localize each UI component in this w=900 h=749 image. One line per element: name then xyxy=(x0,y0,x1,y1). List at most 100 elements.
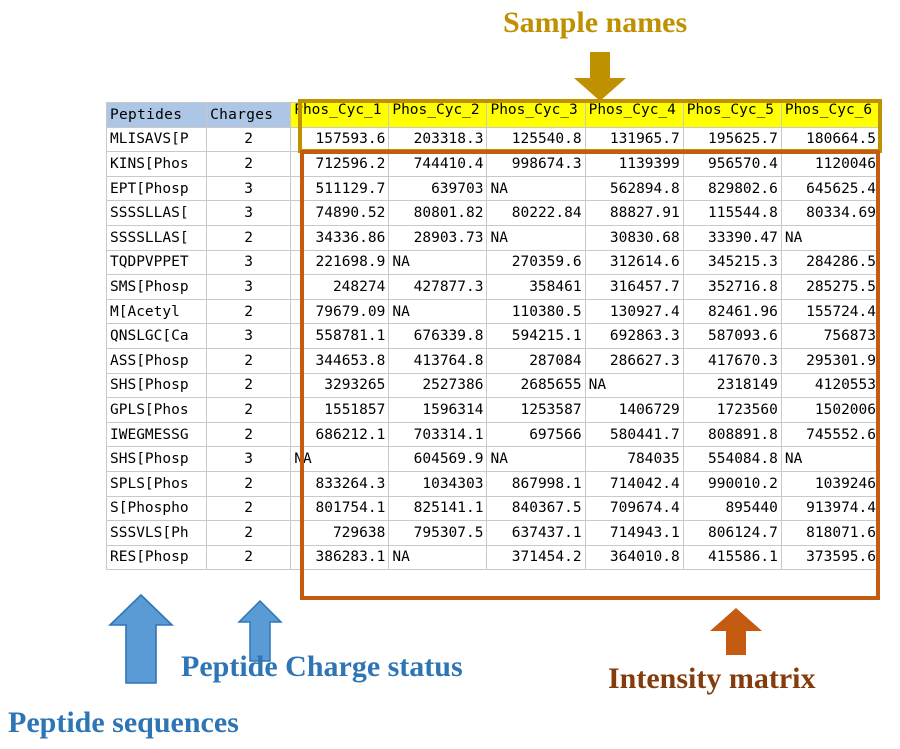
cell-intensity-sample-1[interactable]: 686212.1 xyxy=(290,421,390,448)
cell-intensity-sample-4[interactable]: 316457.7 xyxy=(584,274,684,300)
cell-intensity-sample-2[interactable]: 676339.8 xyxy=(388,323,488,349)
cell-intensity-sample-1[interactable]: 833264.3 xyxy=(290,470,390,497)
cell-intensity-sample-6[interactable]: 1502006 xyxy=(780,397,881,423)
cell-intensity-sample-2[interactable]: 427877.3 xyxy=(388,274,488,300)
cell-peptide[interactable]: EPT[Phosp xyxy=(105,175,208,202)
cell-intensity-sample-2[interactable]: 639703 xyxy=(388,175,488,202)
cell-charge[interactable]: 2 xyxy=(206,520,292,546)
cell-intensity-sample-5[interactable]: 554084.8 xyxy=(682,446,782,472)
cell-intensity-sample-5[interactable]: 2318149 xyxy=(682,372,782,399)
cell-intensity-sample-3[interactable]: NA xyxy=(486,224,586,251)
cell-peptide[interactable]: ASS[Phosp xyxy=(105,347,208,374)
cell-intensity-sample-3[interactable]: 840367.5 xyxy=(486,495,586,522)
cell-intensity-sample-3[interactable]: 867998.1 xyxy=(486,470,586,497)
cell-peptide[interactable]: MLISAVS[P xyxy=(105,126,208,153)
cell-intensity-sample-2[interactable]: NA xyxy=(388,544,488,571)
cell-intensity-sample-5[interactable]: 808891.8 xyxy=(682,421,782,448)
cell-intensity-sample-5[interactable]: 1723560 xyxy=(682,397,782,423)
cell-intensity-sample-1[interactable]: 79679.09 xyxy=(290,298,390,325)
cell-peptide[interactable]: SHS[Phosp xyxy=(105,446,208,472)
cell-peptide[interactable]: SMS[Phosp xyxy=(105,274,208,300)
column-header-sample-2[interactable]: Phos_Cyc_2 xyxy=(388,102,488,128)
cell-intensity-sample-1[interactable]: 344653.8 xyxy=(290,347,390,374)
cell-intensity-sample-2[interactable]: NA xyxy=(388,249,488,276)
cell-intensity-sample-2[interactable]: 413764.8 xyxy=(388,347,488,374)
cell-intensity-sample-5[interactable]: 352716.8 xyxy=(682,274,782,300)
cell-intensity-sample-3[interactable]: 125540.8 xyxy=(486,126,586,153)
cell-intensity-sample-6[interactable]: 818071.6 xyxy=(780,520,881,546)
column-header-sample-5[interactable]: Phos_Cyc_5 xyxy=(682,102,782,128)
cell-intensity-sample-4[interactable]: 562894.8 xyxy=(584,175,684,202)
cell-peptide[interactable]: GPLS[Phos xyxy=(105,397,208,423)
cell-intensity-sample-3[interactable]: 80222.84 xyxy=(486,200,586,226)
cell-intensity-sample-1[interactable]: 1551857 xyxy=(290,397,390,423)
cell-peptide[interactable]: SSSVLS[Ph xyxy=(105,520,208,546)
cell-intensity-sample-3[interactable]: 110380.5 xyxy=(486,298,586,325)
peptide-intensity-spreadsheet[interactable]: Peptides Charges Phos_Cyc_1 Phos_Cyc_2 P… xyxy=(105,102,881,571)
cell-peptide[interactable]: SHS[Phosp xyxy=(105,372,208,399)
cell-intensity-sample-4[interactable]: 30830.68 xyxy=(584,224,684,251)
cell-intensity-sample-6[interactable]: NA xyxy=(780,224,881,251)
cell-intensity-sample-6[interactable]: 4120553 xyxy=(780,372,881,399)
cell-intensity-sample-2[interactable]: 703314.1 xyxy=(388,421,488,448)
cell-intensity-sample-6[interactable]: 645625.4 xyxy=(780,175,881,202)
cell-charge[interactable]: 2 xyxy=(206,470,292,497)
cell-intensity-sample-2[interactable]: 744410.4 xyxy=(388,151,488,177)
cell-intensity-sample-5[interactable]: 895440 xyxy=(682,495,782,522)
cell-intensity-sample-4[interactable]: 1139399 xyxy=(584,151,684,177)
cell-intensity-sample-4[interactable]: 1406729 xyxy=(584,397,684,423)
cell-intensity-sample-2[interactable]: 2527386 xyxy=(388,372,488,399)
cell-intensity-sample-4[interactable]: 714042.4 xyxy=(584,470,684,497)
cell-peptide[interactable]: KINS[Phos xyxy=(105,151,208,177)
cell-intensity-sample-3[interactable]: 637437.1 xyxy=(486,520,586,546)
cell-charge[interactable]: 2 xyxy=(206,126,292,153)
cell-intensity-sample-1[interactable]: 558781.1 xyxy=(290,323,390,349)
cell-charge[interactable]: 2 xyxy=(206,397,292,423)
cell-peptide[interactable]: RES[Phosp xyxy=(105,544,208,571)
cell-intensity-sample-6[interactable]: 745552.6 xyxy=(780,421,881,448)
cell-intensity-sample-6[interactable]: 373595.6 xyxy=(780,544,881,571)
cell-peptide[interactable]: SSSSLLAS[ xyxy=(105,200,208,226)
cell-intensity-sample-6[interactable]: 756873 xyxy=(780,323,881,349)
cell-intensity-sample-4[interactable]: 130927.4 xyxy=(584,298,684,325)
cell-intensity-sample-2[interactable]: 795307.5 xyxy=(388,520,488,546)
cell-intensity-sample-6[interactable]: 155724.4 xyxy=(780,298,881,325)
cell-intensity-sample-3[interactable]: 2685655 xyxy=(486,372,586,399)
cell-intensity-sample-4[interactable]: 784035 xyxy=(584,446,684,472)
cell-intensity-sample-1[interactable]: NA xyxy=(290,446,390,472)
cell-intensity-sample-4[interactable]: NA xyxy=(584,372,684,399)
cell-charge[interactable]: 2 xyxy=(206,544,292,571)
cell-intensity-sample-1[interactable]: 74890.52 xyxy=(290,200,390,226)
cell-intensity-sample-1[interactable]: 248274 xyxy=(290,274,390,300)
cell-intensity-sample-3[interactable]: NA xyxy=(486,446,586,472)
cell-intensity-sample-3[interactable]: 697566 xyxy=(486,421,586,448)
cell-peptide[interactable]: SSSSLLAS[ xyxy=(105,224,208,251)
cell-charge[interactable]: 3 xyxy=(206,446,292,472)
cell-intensity-sample-5[interactable]: 115544.8 xyxy=(682,200,782,226)
cell-intensity-sample-5[interactable]: 806124.7 xyxy=(682,520,782,546)
cell-intensity-sample-6[interactable]: 80334.69 xyxy=(780,200,881,226)
cell-intensity-sample-6[interactable]: 1120046 xyxy=(780,151,881,177)
cell-intensity-sample-4[interactable]: 709674.4 xyxy=(584,495,684,522)
cell-intensity-sample-5[interactable]: 956570.4 xyxy=(682,151,782,177)
cell-intensity-sample-2[interactable]: NA xyxy=(388,298,488,325)
cell-intensity-sample-1[interactable]: 511129.7 xyxy=(290,175,390,202)
cell-intensity-sample-4[interactable]: 364010.8 xyxy=(584,544,684,571)
cell-charge[interactable]: 2 xyxy=(206,347,292,374)
cell-peptide[interactable]: TQDPVPPET xyxy=(105,249,208,276)
cell-intensity-sample-5[interactable]: 829802.6 xyxy=(682,175,782,202)
cell-intensity-sample-5[interactable]: 417670.3 xyxy=(682,347,782,374)
cell-peptide[interactable]: IWEGMESSG xyxy=(105,421,208,448)
cell-intensity-sample-2[interactable]: 80801.82 xyxy=(388,200,488,226)
